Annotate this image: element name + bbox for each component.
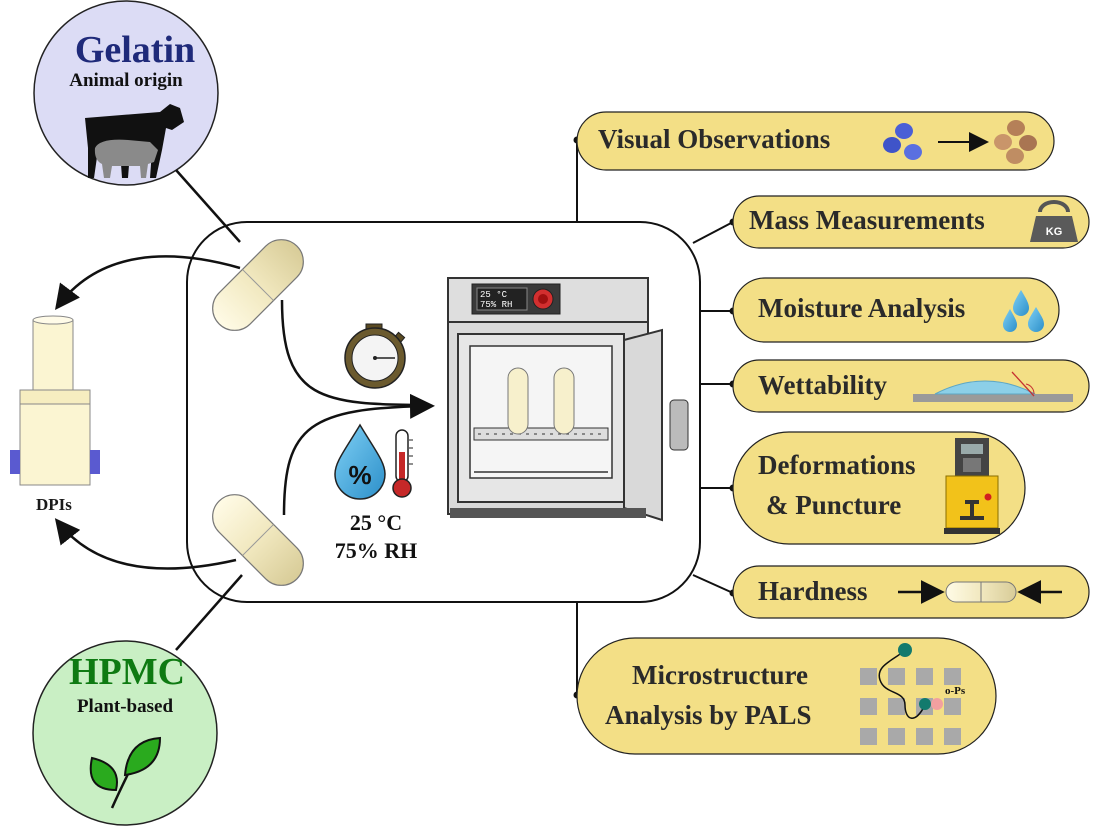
pill-mass — [732, 195, 1090, 249]
hpmc-link-line — [175, 574, 243, 651]
ops-text: o-Ps — [945, 685, 966, 697]
dpi-label: DPIs — [36, 495, 72, 514]
positron-path — [878, 649, 926, 719]
dpi-device-icon — [10, 315, 100, 486]
pill-visual — [576, 111, 1055, 171]
brown-capsules-icon — [994, 120, 1037, 164]
hpmc-subtitle: Plant-based — [76, 696, 174, 717]
wettability-label: Wettability — [758, 370, 887, 400]
percent-text: % — [348, 460, 371, 490]
pill-microstructure — [576, 637, 997, 755]
deformations-label: Deformations — [758, 450, 916, 480]
arrow-top-to-chamber — [280, 299, 431, 407]
kg-text: KG — [1046, 226, 1063, 238]
pals-label: Analysis by PALS — [605, 700, 812, 730]
arrow-top-to-dpi — [54, 255, 241, 310]
texture-analyzer-icon — [944, 438, 1000, 534]
puncture-label: & Puncture — [766, 490, 902, 520]
capsule-top — [212, 239, 304, 331]
thermometer-icon — [392, 429, 413, 498]
chamber-display-line2: 75% RH — [480, 300, 513, 310]
capsule-bottom — [212, 494, 304, 586]
hpmc-title: HPMC — [68, 651, 186, 693]
pals-lattice-icon — [860, 668, 961, 745]
moisture-analysis-label: Moisture Analysis — [758, 293, 966, 323]
positron-icon — [898, 643, 912, 657]
visual-observations-label: Visual Observations — [598, 124, 831, 154]
stopwatch-icon — [344, 323, 406, 389]
mass-measurements-label: Mass Measurements — [749, 205, 985, 235]
kettlebell-icon: KG — [1030, 200, 1078, 242]
gelatin-link-line — [175, 169, 241, 243]
electron-icon — [919, 698, 931, 710]
contact-angle-icon — [913, 371, 1073, 402]
connector-lines — [576, 140, 734, 695]
humidity-label: 75% RH — [334, 538, 418, 563]
humidity-drop-icon — [334, 423, 386, 500]
arrow-bottom-to-chamber — [282, 393, 435, 516]
climate-chamber-icon — [447, 277, 689, 522]
gelatin-circle — [33, 0, 219, 186]
leaf-icon — [89, 736, 162, 809]
temperature-label: 25 °C — [349, 510, 403, 535]
pill-moisture — [732, 277, 1060, 343]
blue-capsules-icon — [883, 123, 922, 160]
arrow-bottom-to-dpi — [54, 518, 237, 570]
water-drops-icon — [1003, 290, 1044, 332]
hpmc-circle — [32, 640, 218, 826]
pig-icon — [94, 139, 158, 178]
hardness-label: Hardness — [758, 576, 868, 606]
gelatin-title: Gelatin — [74, 29, 196, 71]
compression-icon — [898, 580, 1062, 604]
microstructure-label: Microstructure — [632, 660, 808, 690]
chamber-display-line1: 25 °C — [480, 290, 508, 300]
gelatin-subtitle: Animal origin — [69, 70, 183, 91]
ops-icon — [931, 698, 943, 710]
